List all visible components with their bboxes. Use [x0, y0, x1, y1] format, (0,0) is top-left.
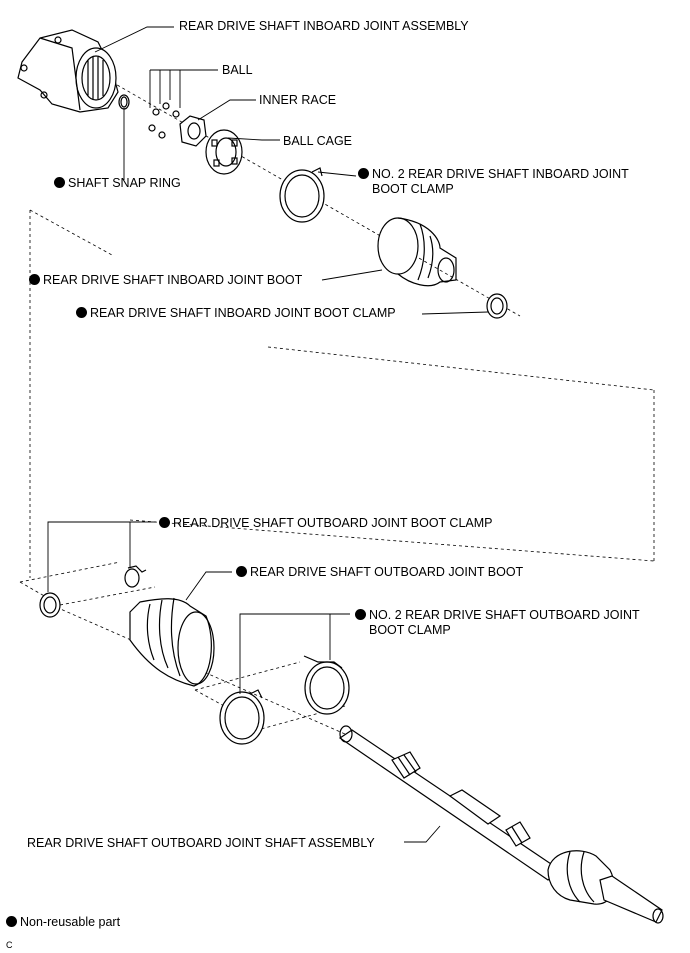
label-ball-cage: BALL CAGE	[283, 134, 353, 148]
figure-code: C	[6, 940, 13, 950]
label-no2-inboard-boot-clamp: NO. 2 REAR DRIVE SHAFT INBOARD JOINT BOO…	[358, 167, 629, 197]
shaft-snap-ring-part	[118, 94, 130, 110]
label-inner-race: INNER RACE	[259, 93, 337, 107]
no2-outboard-boot-clamp-front-part	[219, 689, 265, 745]
non-reusable-dot-icon	[358, 168, 369, 179]
inboard-joint-boot-clamp-part	[486, 293, 508, 319]
label-no2-outboard-boot-clamp: NO. 2 REAR DRIVE SHAFT OUTBOARD JOINT BO…	[355, 608, 640, 638]
label-ball: BALL	[222, 63, 253, 77]
inboard-joint-housing	[17, 29, 119, 113]
label-inboard-joint-assembly: REAR DRIVE SHAFT INBOARD JOINT ASSEMBLY	[179, 19, 469, 33]
no2-inboard-boot-clamp-part	[279, 167, 325, 223]
non-reusable-dot-icon	[6, 916, 17, 927]
non-reusable-dot-icon	[76, 307, 87, 318]
label-outboard-joint-boot: REAR DRIVE SHAFT OUTBOARD JOINT BOOT	[236, 565, 523, 580]
label-inboard-joint-boot: REAR DRIVE SHAFT INBOARD JOINT BOOT	[29, 273, 302, 288]
inboard-joint-boot-part	[377, 217, 457, 287]
outboard-boot-clamp-clip-part	[124, 565, 147, 588]
label-inboard-joint-boot-clamp: REAR DRIVE SHAFT INBOARD JOINT BOOT CLAM…	[76, 306, 396, 321]
label-outboard-joint-boot-clamp: REAR DRIVE SHAFT OUTBOARD JOINT BOOT CLA…	[159, 516, 493, 531]
non-reusable-dot-icon	[236, 566, 247, 577]
no2-outboard-boot-clamp-rear-part	[303, 655, 350, 715]
leader-lines	[47, 26, 489, 843]
non-reusable-dot-icon	[159, 517, 170, 528]
label-shaft-snap-ring: SHAFT SNAP RING	[54, 176, 181, 191]
non-reusable-dot-icon	[355, 609, 366, 620]
label-outboard-shaft-assembly: REAR DRIVE SHAFT OUTBOARD JOINT SHAFT AS…	[27, 836, 375, 850]
outboard-boot-clamp-left-part	[39, 592, 61, 618]
outboard-shaft-assembly-part	[338, 725, 664, 924]
non-reusable-dot-icon	[54, 177, 65, 188]
inner-race-part	[179, 115, 207, 147]
ball-cage-part	[205, 129, 243, 175]
non-reusable-dot-icon	[29, 274, 40, 285]
legend-non-reusable: Non-reusable part	[6, 915, 120, 930]
balls-part	[148, 102, 180, 139]
outboard-joint-boot-part	[129, 597, 215, 687]
